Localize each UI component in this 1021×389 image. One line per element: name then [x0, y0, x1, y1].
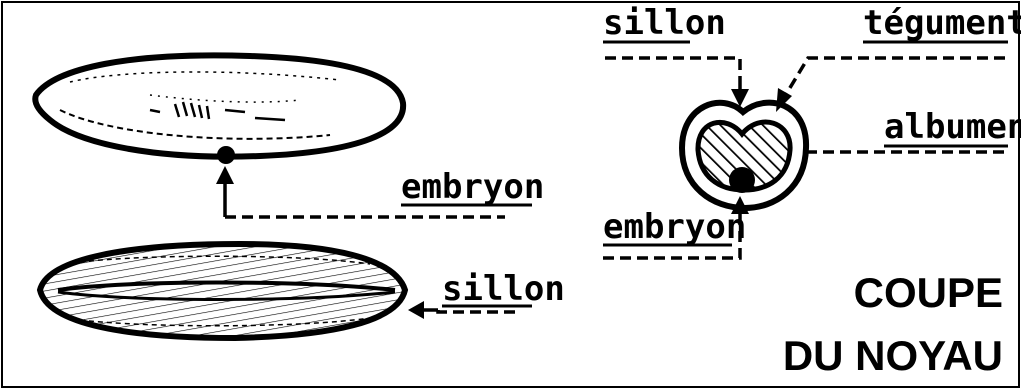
cross-section	[682, 103, 806, 208]
label-embryon-section: embryon	[603, 207, 746, 247]
label-sillon-grain: sillon	[442, 269, 565, 309]
embryo-dot-top	[217, 146, 235, 164]
caption-line-1: COUPE	[854, 269, 1003, 316]
grain-top	[35, 55, 403, 164]
embryo-dot-section	[729, 167, 755, 193]
caption-line-2: DU NOYAU	[783, 332, 1003, 379]
label-albumen: albumen	[884, 107, 1021, 147]
label-embryon-grain: embryon	[401, 167, 544, 207]
grain-bottom	[40, 244, 405, 338]
label-tegument: tégument	[863, 3, 1021, 43]
sillon-leader-section	[605, 58, 749, 107]
label-sillon-section: sillon	[603, 3, 726, 43]
tegument-leader	[776, 58, 1005, 112]
